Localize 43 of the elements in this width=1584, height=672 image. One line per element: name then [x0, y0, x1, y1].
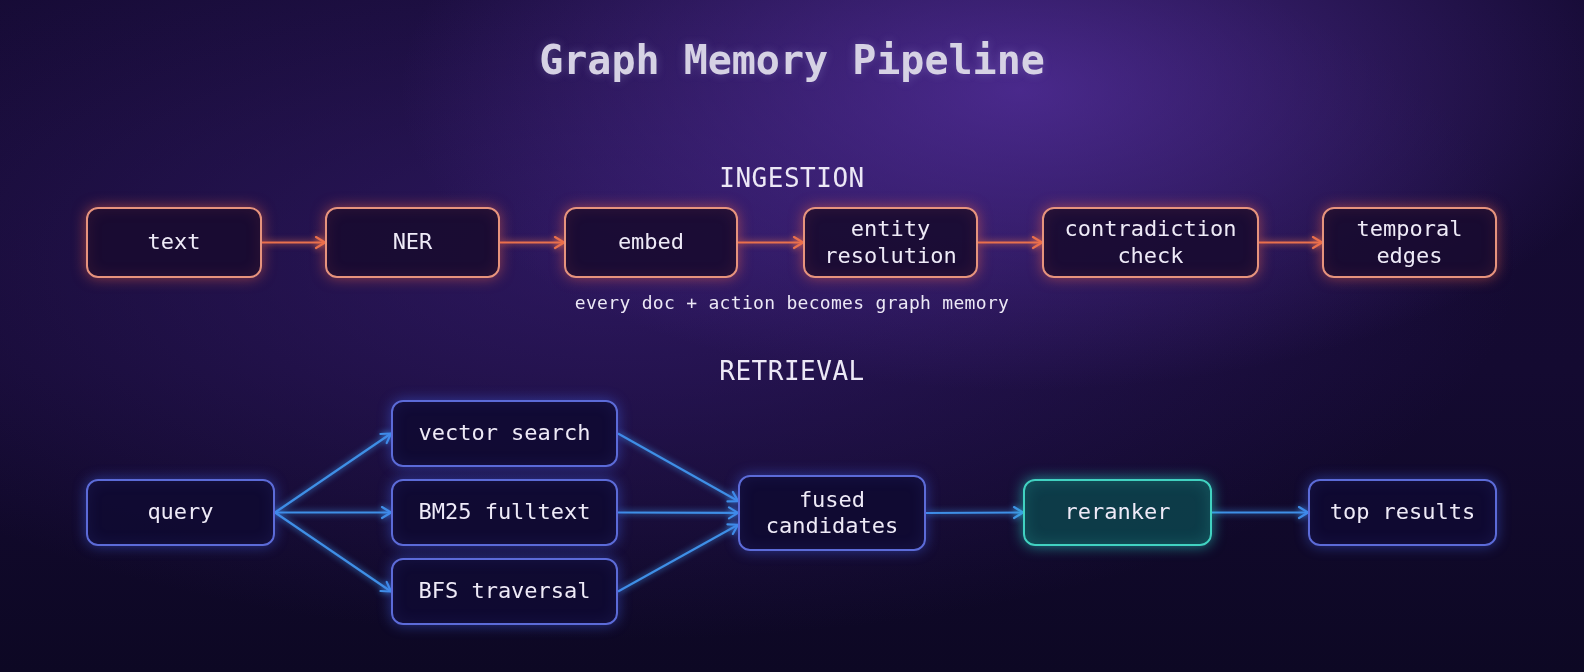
node-label: contradiction check — [1063, 216, 1238, 269]
section-heading: RETRIEVAL — [719, 356, 865, 388]
process-box — [564, 207, 738, 278]
arrow — [275, 505, 393, 520]
process-box — [391, 558, 618, 625]
node-label: embed — [617, 229, 685, 256]
process-box — [1322, 207, 1497, 278]
arrow — [1212, 505, 1310, 520]
node-label: BM25 fulltext — [418, 499, 591, 526]
process-box — [86, 479, 275, 546]
arrow — [978, 235, 1044, 250]
arrow — [274, 432, 393, 514]
process-box — [1042, 207, 1259, 278]
caption-text: every doc + action becomes graph memory — [574, 292, 1010, 314]
diagram-title: Graph Memory Pipeline — [539, 36, 1045, 84]
node-label: fused candidates — [764, 486, 900, 540]
arrow — [926, 505, 1025, 520]
node-label: temporal edges — [1355, 216, 1464, 269]
section-heading: INGESTION — [719, 163, 865, 195]
process-box — [1308, 479, 1497, 546]
arrow — [618, 506, 740, 520]
node-label: BFS traversal — [418, 578, 591, 605]
node-label: query — [147, 499, 214, 526]
arrow — [738, 235, 805, 250]
node-label: top results — [1329, 499, 1476, 526]
process-box — [325, 207, 500, 278]
node-label: text — [147, 229, 201, 256]
arrow — [617, 432, 740, 503]
process-box — [1023, 479, 1212, 546]
arrow — [274, 511, 393, 593]
arrow — [1259, 235, 1324, 250]
node-label: vector search — [418, 420, 591, 447]
arrow — [617, 523, 740, 593]
arrow — [262, 235, 327, 250]
node-label: entity resolution — [823, 216, 958, 269]
process-box — [803, 207, 978, 278]
arrow — [500, 235, 566, 250]
process-box — [86, 207, 262, 278]
process-box — [738, 475, 926, 551]
node-label: NER — [392, 229, 433, 256]
process-box — [391, 400, 618, 467]
node-label: reranker — [1064, 499, 1171, 526]
process-box — [391, 479, 618, 546]
